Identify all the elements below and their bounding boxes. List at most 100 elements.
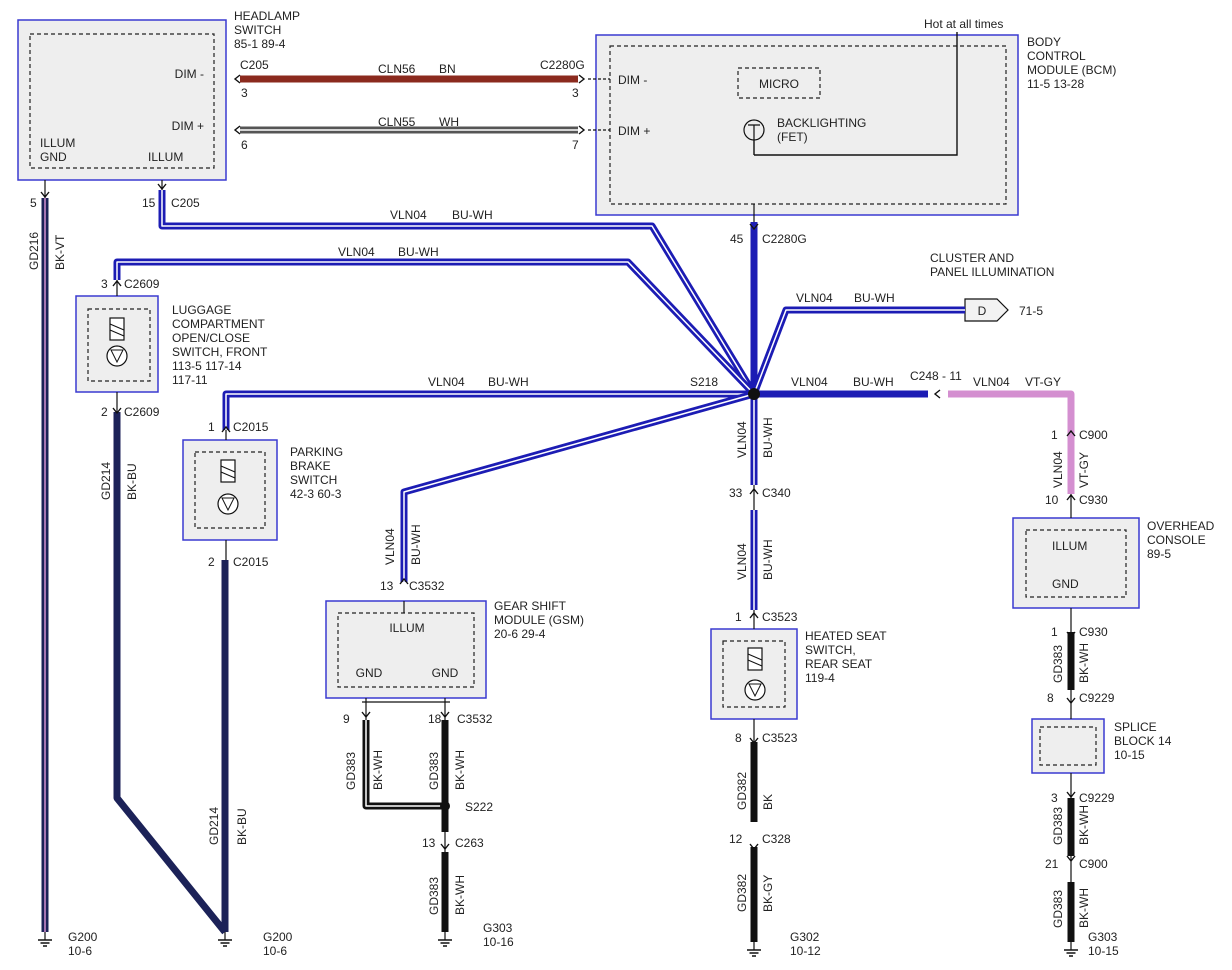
c205-label-top: C205 <box>240 58 269 72</box>
c205-label-bottom: C205 <box>171 196 200 210</box>
c3532-label-top: C3532 <box>409 579 445 593</box>
splice-block-title-1: SPLICE <box>1114 720 1157 734</box>
bcm-backlighting: BACKLIGHTING <box>777 116 866 130</box>
luggage-title-4: SWITCH, FRONT <box>172 345 268 359</box>
wires <box>41 75 1075 950</box>
ground-g200-b-icon <box>217 939 233 947</box>
c328-pin-12: 12 <box>729 832 743 846</box>
labels: C205 3 6 C2280G 3 7 CLN56 BN CLN55 WH 5 … <box>30 58 1115 871</box>
connector-chevron-icon <box>578 125 586 135</box>
c3523-pin-1: 1 <box>735 610 742 624</box>
gsm-title-2: MODULE (GSM) <box>494 613 584 627</box>
wire-bkwh-c-label: BK-WH <box>453 875 467 915</box>
wire-vln04-d <box>750 306 965 396</box>
cluster-tag: D <box>978 304 987 318</box>
ground-g200-b-ref: 10-6 <box>263 944 287 958</box>
wire-vln04-a <box>158 190 757 396</box>
luggage-title-2: COMPARTMENT <box>172 317 266 331</box>
gsm-illum: ILLUM <box>389 621 424 635</box>
wire-bkwh-d-label: BK-WH <box>1077 643 1091 683</box>
ground-g303-a-ref: 10-16 <box>483 935 514 949</box>
wire-bkwh-a-label: BK-WH <box>371 750 385 790</box>
bcm-dim-plus: DIM + <box>618 124 650 138</box>
wire-bkwh-e-label: BK-WH <box>1077 805 1091 845</box>
wire-vln04-a-label: VLN04 <box>390 208 427 222</box>
heated-seat-title-2: SWITCH, <box>805 643 856 657</box>
connector-chevron-icon <box>578 74 586 84</box>
ground-g200-a-label: G200 <box>68 930 98 944</box>
c328-label: C328 <box>762 832 791 846</box>
wire-gd383-a-label: GD383 <box>344 752 358 790</box>
gsm-refs: 20-6 29-4 <box>494 627 546 641</box>
c263-label: C263 <box>455 836 484 850</box>
wire-gd216-label: GD216 <box>27 232 41 270</box>
c205-pin-5: 5 <box>30 196 37 210</box>
parking-title-1: PARKING <box>290 445 343 459</box>
headlamp-illum: ILLUM <box>148 150 183 164</box>
c2015-label-top: C2015 <box>233 420 269 434</box>
c2015-pin-2: 2 <box>208 555 215 569</box>
bcm-refs: 11-5 13-28 <box>1027 77 1084 91</box>
bcm-title-3: MODULE (BCM) <box>1027 63 1116 77</box>
wire-bkbu-b-label: BK-BU <box>235 808 249 845</box>
parking-title-2: BRAKE <box>290 459 331 473</box>
gsm-title-1: GEAR SHIFT <box>494 599 567 613</box>
heated-seat-refs: 119-4 <box>805 671 835 685</box>
c340-label: C340 <box>762 486 791 500</box>
wire-cln56-label: CLN56 <box>378 62 416 76</box>
wire-vln04-d-label: VLN04 <box>796 291 833 305</box>
c3532-pin-18: 18 <box>428 712 442 726</box>
luggage-title-3: OPEN/CLOSE <box>172 331 250 345</box>
gsm-gnd-2: GND <box>432 666 459 680</box>
wire-vln04-c <box>222 390 754 430</box>
headlamp-illum-gnd-2: GND <box>40 150 67 164</box>
c3532-pin-9: 9 <box>343 712 350 726</box>
ground-g302-label: G302 <box>790 930 820 944</box>
c2609-label-top: C2609 <box>124 277 160 291</box>
page-reference-tag <box>964 298 1009 322</box>
headlamp-title-2: SWITCH <box>234 23 281 37</box>
cluster-panel-illumination: CLUSTER AND PANEL ILLUMINATION D 71-5 <box>930 251 1054 322</box>
wire-gd382-b-label: GD382 <box>735 874 749 912</box>
splice-block-title-2: BLOCK 14 <box>1114 734 1172 748</box>
luggage-refs-1: 113-5 117-14 <box>172 359 242 373</box>
overhead-refs: 89-5 <box>1147 547 1171 561</box>
wire-vln04-h-label: VLN04 <box>735 543 749 580</box>
cluster-title-1: CLUSTER AND <box>930 251 1014 265</box>
connector-symbols <box>40 74 1076 862</box>
parking-title-3: SWITCH <box>290 473 337 487</box>
c900-pin-1: 1 <box>1051 428 1058 442</box>
overhead-illum: ILLUM <box>1052 539 1087 553</box>
wire-buwh-f-label: BU-WH <box>409 524 423 565</box>
overhead-gnd: GND <box>1052 577 1079 591</box>
wire-vln04-f-label: VLN04 <box>383 528 397 565</box>
wire-bkwh-b-label: BK-WH <box>453 750 467 790</box>
ground-g303-b-ref: 10-15 <box>1088 944 1119 958</box>
wire-buwh-d-label: BU-WH <box>854 291 895 305</box>
ground-g303-b-label: G303 <box>1088 930 1118 944</box>
wire-vln04-f <box>400 390 755 582</box>
wire-bn-label: BN <box>439 62 456 76</box>
c2609-pin-3: 3 <box>101 277 108 291</box>
c3523-label-top: C3523 <box>762 610 798 624</box>
wire-buwh-e-label: BU-WH <box>853 375 894 389</box>
splice-block-refs: 10-15 <box>1114 748 1145 762</box>
c3523-label-bottom: C3523 <box>762 731 798 745</box>
overhead-title-1: OVERHEAD <box>1147 519 1215 533</box>
splice-s218 <box>748 388 760 400</box>
c930-label-top: C930 <box>1079 493 1108 507</box>
c2280g-pin-3: 3 <box>572 86 579 100</box>
headlamp-switch: HEADLAMP SWITCH 85-1 89-4 DIM - DIM + IL… <box>17 9 300 181</box>
c2015-label-bottom: C2015 <box>233 555 269 569</box>
ground-g302-ref: 10-12 <box>790 944 821 958</box>
c2015-pin-1: 1 <box>208 420 215 434</box>
ground-g303-a-icon <box>437 939 453 947</box>
c3523-pin-8: 8 <box>735 731 742 745</box>
gear-shift-module: ILLUM GND GND GEAR SHIFT MODULE (GSM) 20… <box>325 599 584 699</box>
parking-refs: 42-3 60-3 <box>290 487 342 501</box>
heated-seat-title-1: HEATED SEAT <box>805 629 887 643</box>
wire-buwh-g-label: BU-WH <box>761 417 775 458</box>
parking-brake-switch: PARKING BRAKE SWITCH 42-3 60-3 <box>182 439 343 541</box>
c930-pin-1: 1 <box>1051 625 1058 639</box>
